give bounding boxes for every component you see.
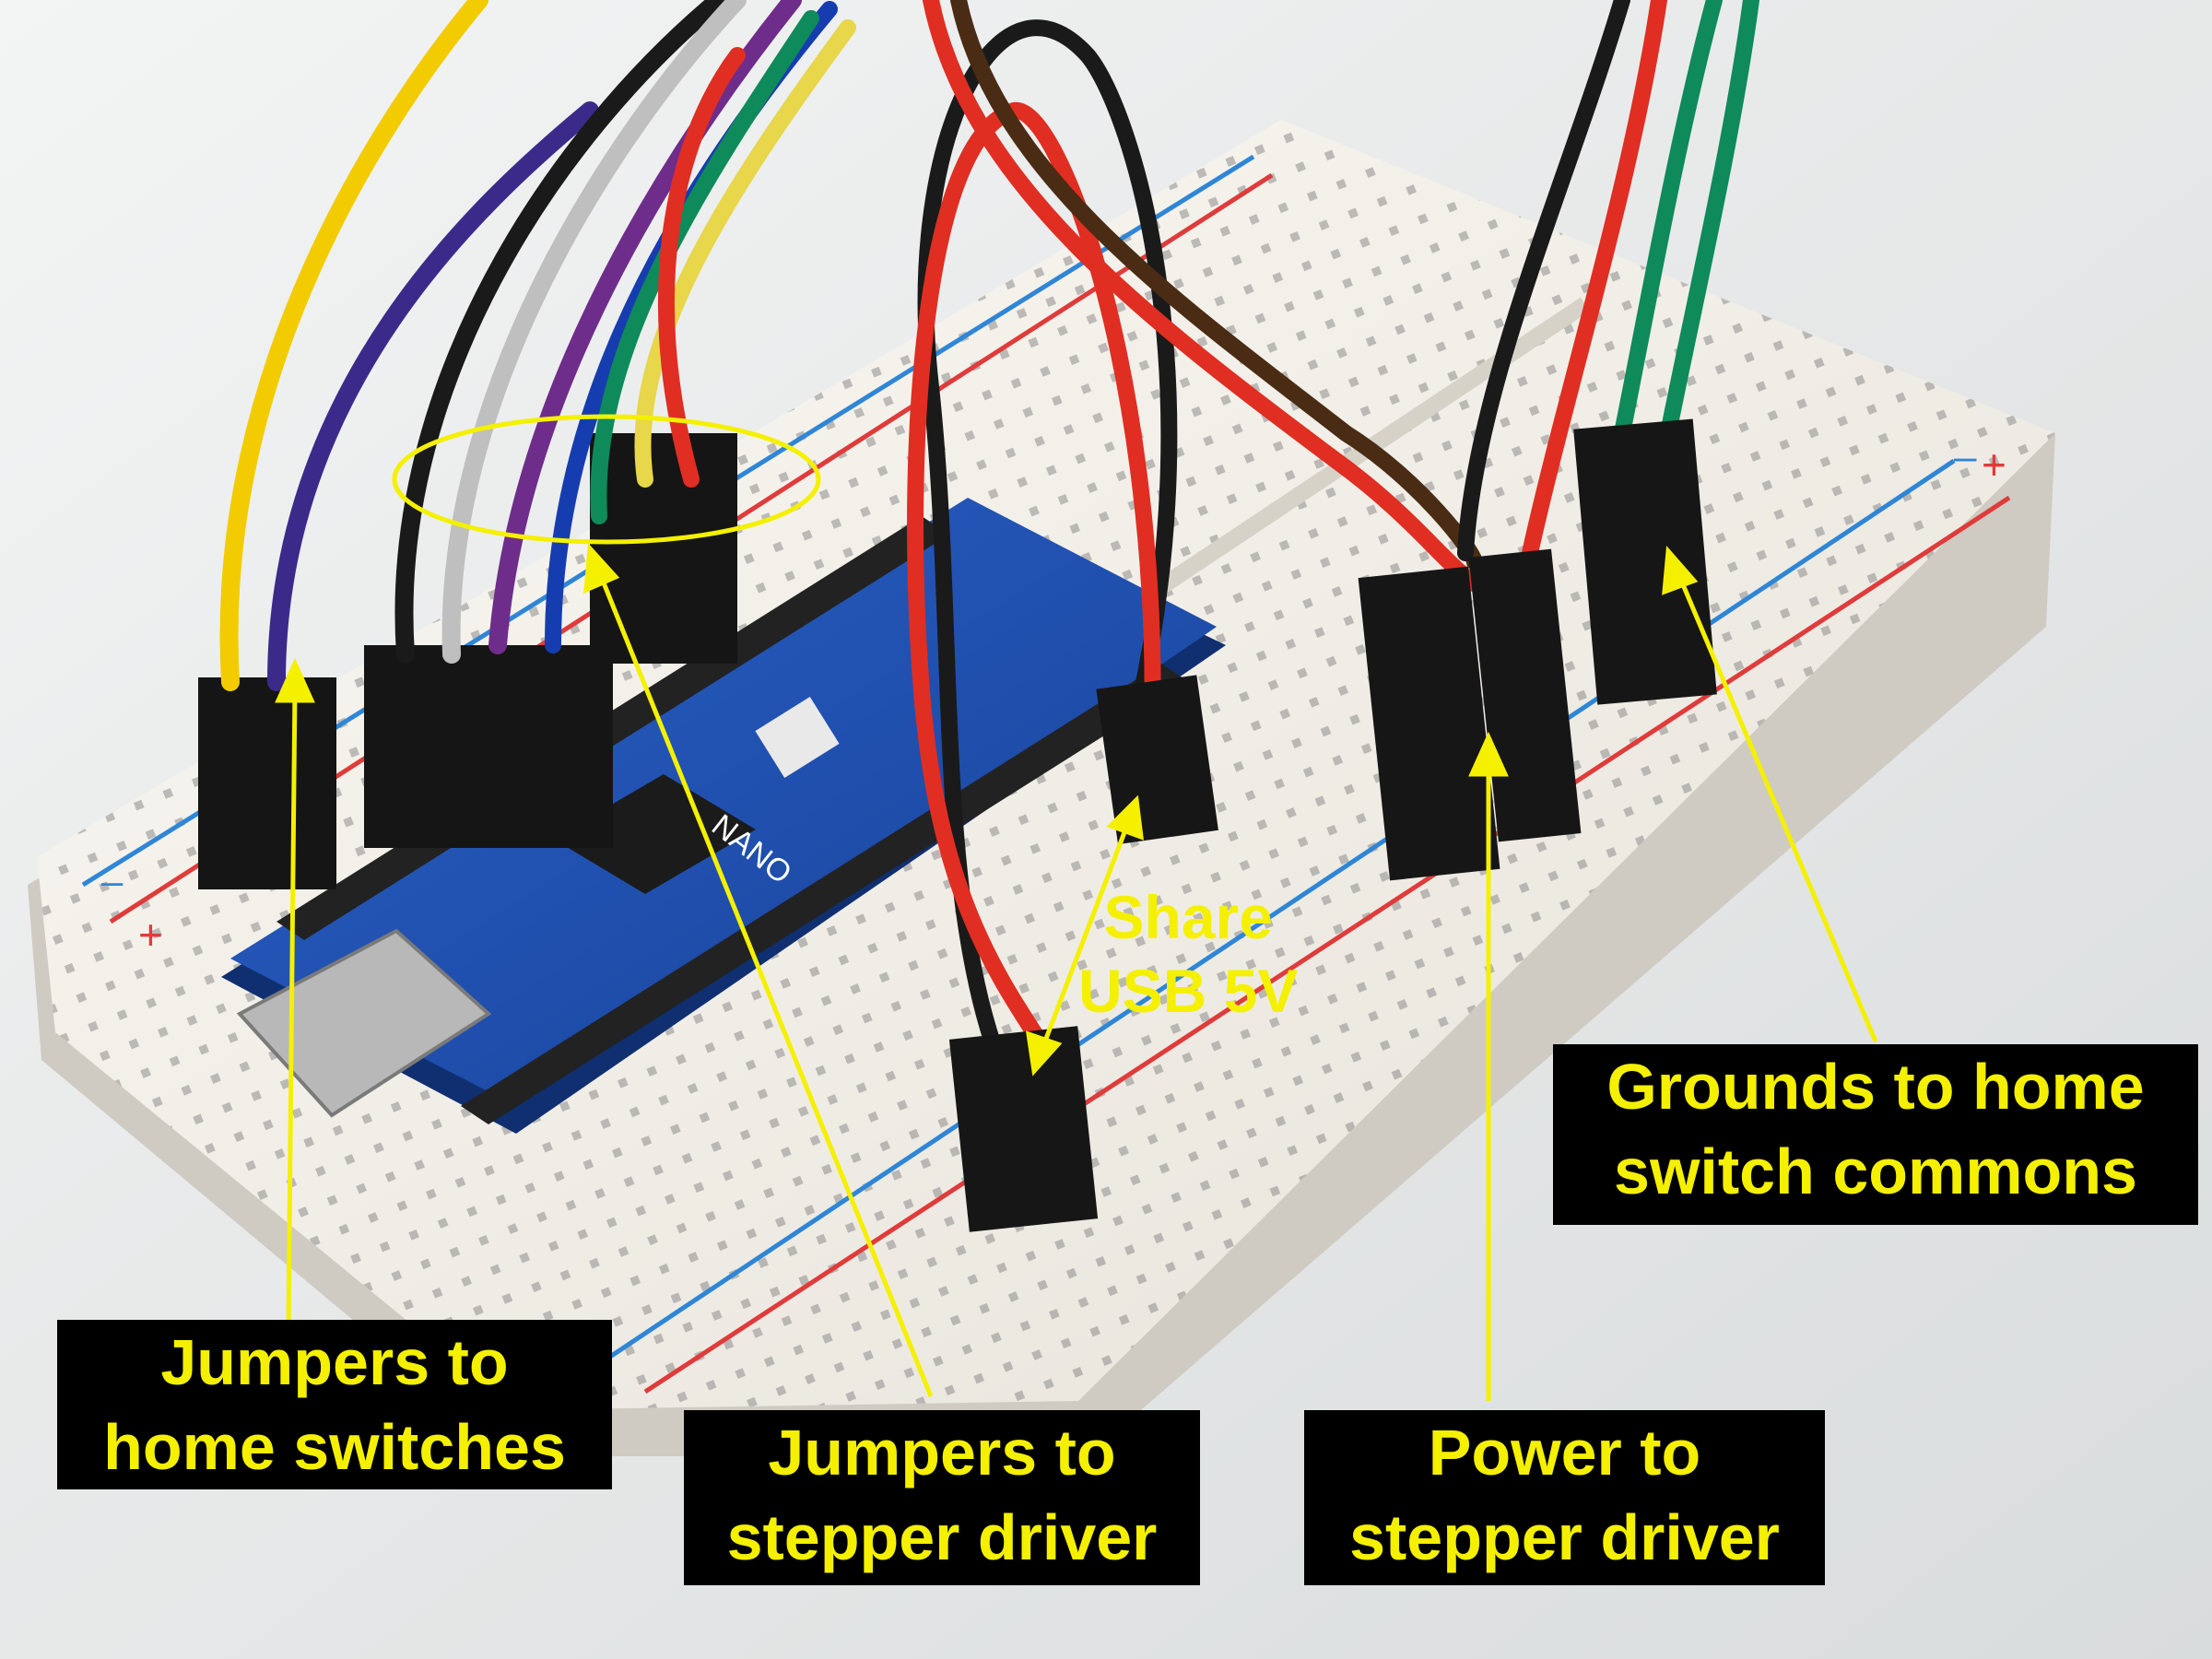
- rail-plus-sign: +: [138, 911, 163, 959]
- label-jumpers-stepper-driver: Jumpers to stepper driver: [684, 1410, 1200, 1585]
- svg-text:+: +: [1982, 441, 2006, 488]
- label-grounds-home-switch: Grounds to home switch commons: [1553, 1044, 2198, 1225]
- arrow-home-switches: [286, 686, 298, 1324]
- mini-usb-connector: [236, 928, 492, 1118]
- label-power-stepper-driver: Power to stepper driver: [1304, 1410, 1825, 1585]
- annotation-arrows: [275, 543, 1878, 1401]
- jumper-wires: [219, 0, 1759, 1105]
- arduino-nano: NANO: [221, 498, 1226, 1134]
- rail-blue-right: [597, 458, 1956, 1367]
- rail-minus-sign: –: [101, 859, 124, 902]
- arrow-stepper-jumpers: [596, 571, 934, 1397]
- arrow-grounds: [1675, 571, 1878, 1042]
- dupont-housings-right: [948, 418, 1717, 1232]
- label-jumpers-home-switches: Jumpers to home switches: [57, 1320, 612, 1489]
- dupont-housings-left: [198, 433, 737, 889]
- share-usb-label: Share USB 5V: [1078, 883, 1299, 1025]
- svg-text:–: –: [1954, 434, 1977, 479]
- arrow-share-usb: [1039, 819, 1132, 1052]
- highlight-ellipse: [392, 414, 821, 545]
- atmega-chip: [553, 774, 756, 894]
- reset-button: [755, 697, 840, 778]
- rail-red-right: [643, 495, 2011, 1394]
